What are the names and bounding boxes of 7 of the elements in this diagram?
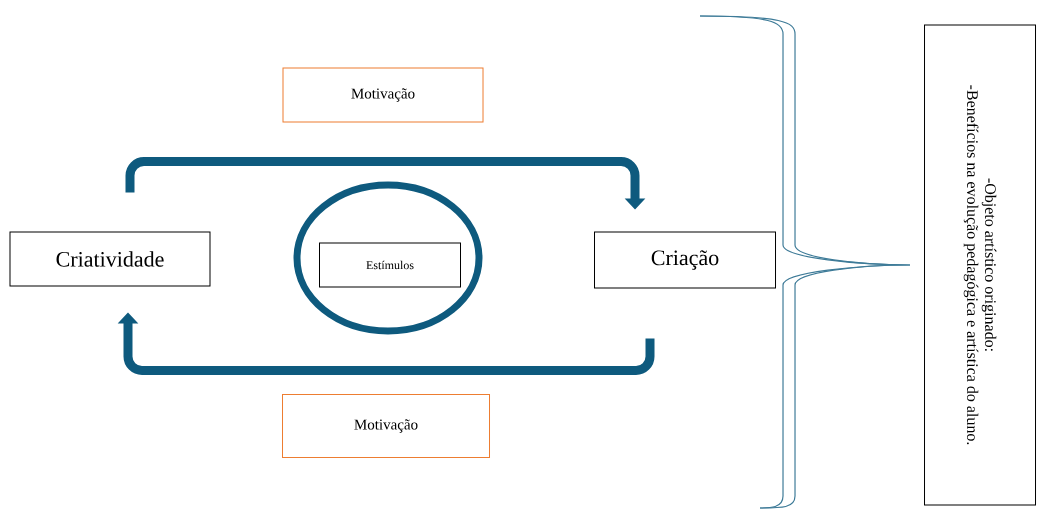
text-box: -Objeto artístico originado: -Benefícios na evolução pedagógica e artística do aluno.	[924, 24, 1036, 506]
ring	[293, 181, 483, 335]
concept-box: Criatividade	[9, 231, 211, 287]
text-box: Estímulos	[319, 242, 461, 288]
text-box: Motivação	[282, 394, 490, 458]
text-box: Motivação	[282, 67, 484, 123]
concept-box: Criação	[594, 231, 776, 289]
